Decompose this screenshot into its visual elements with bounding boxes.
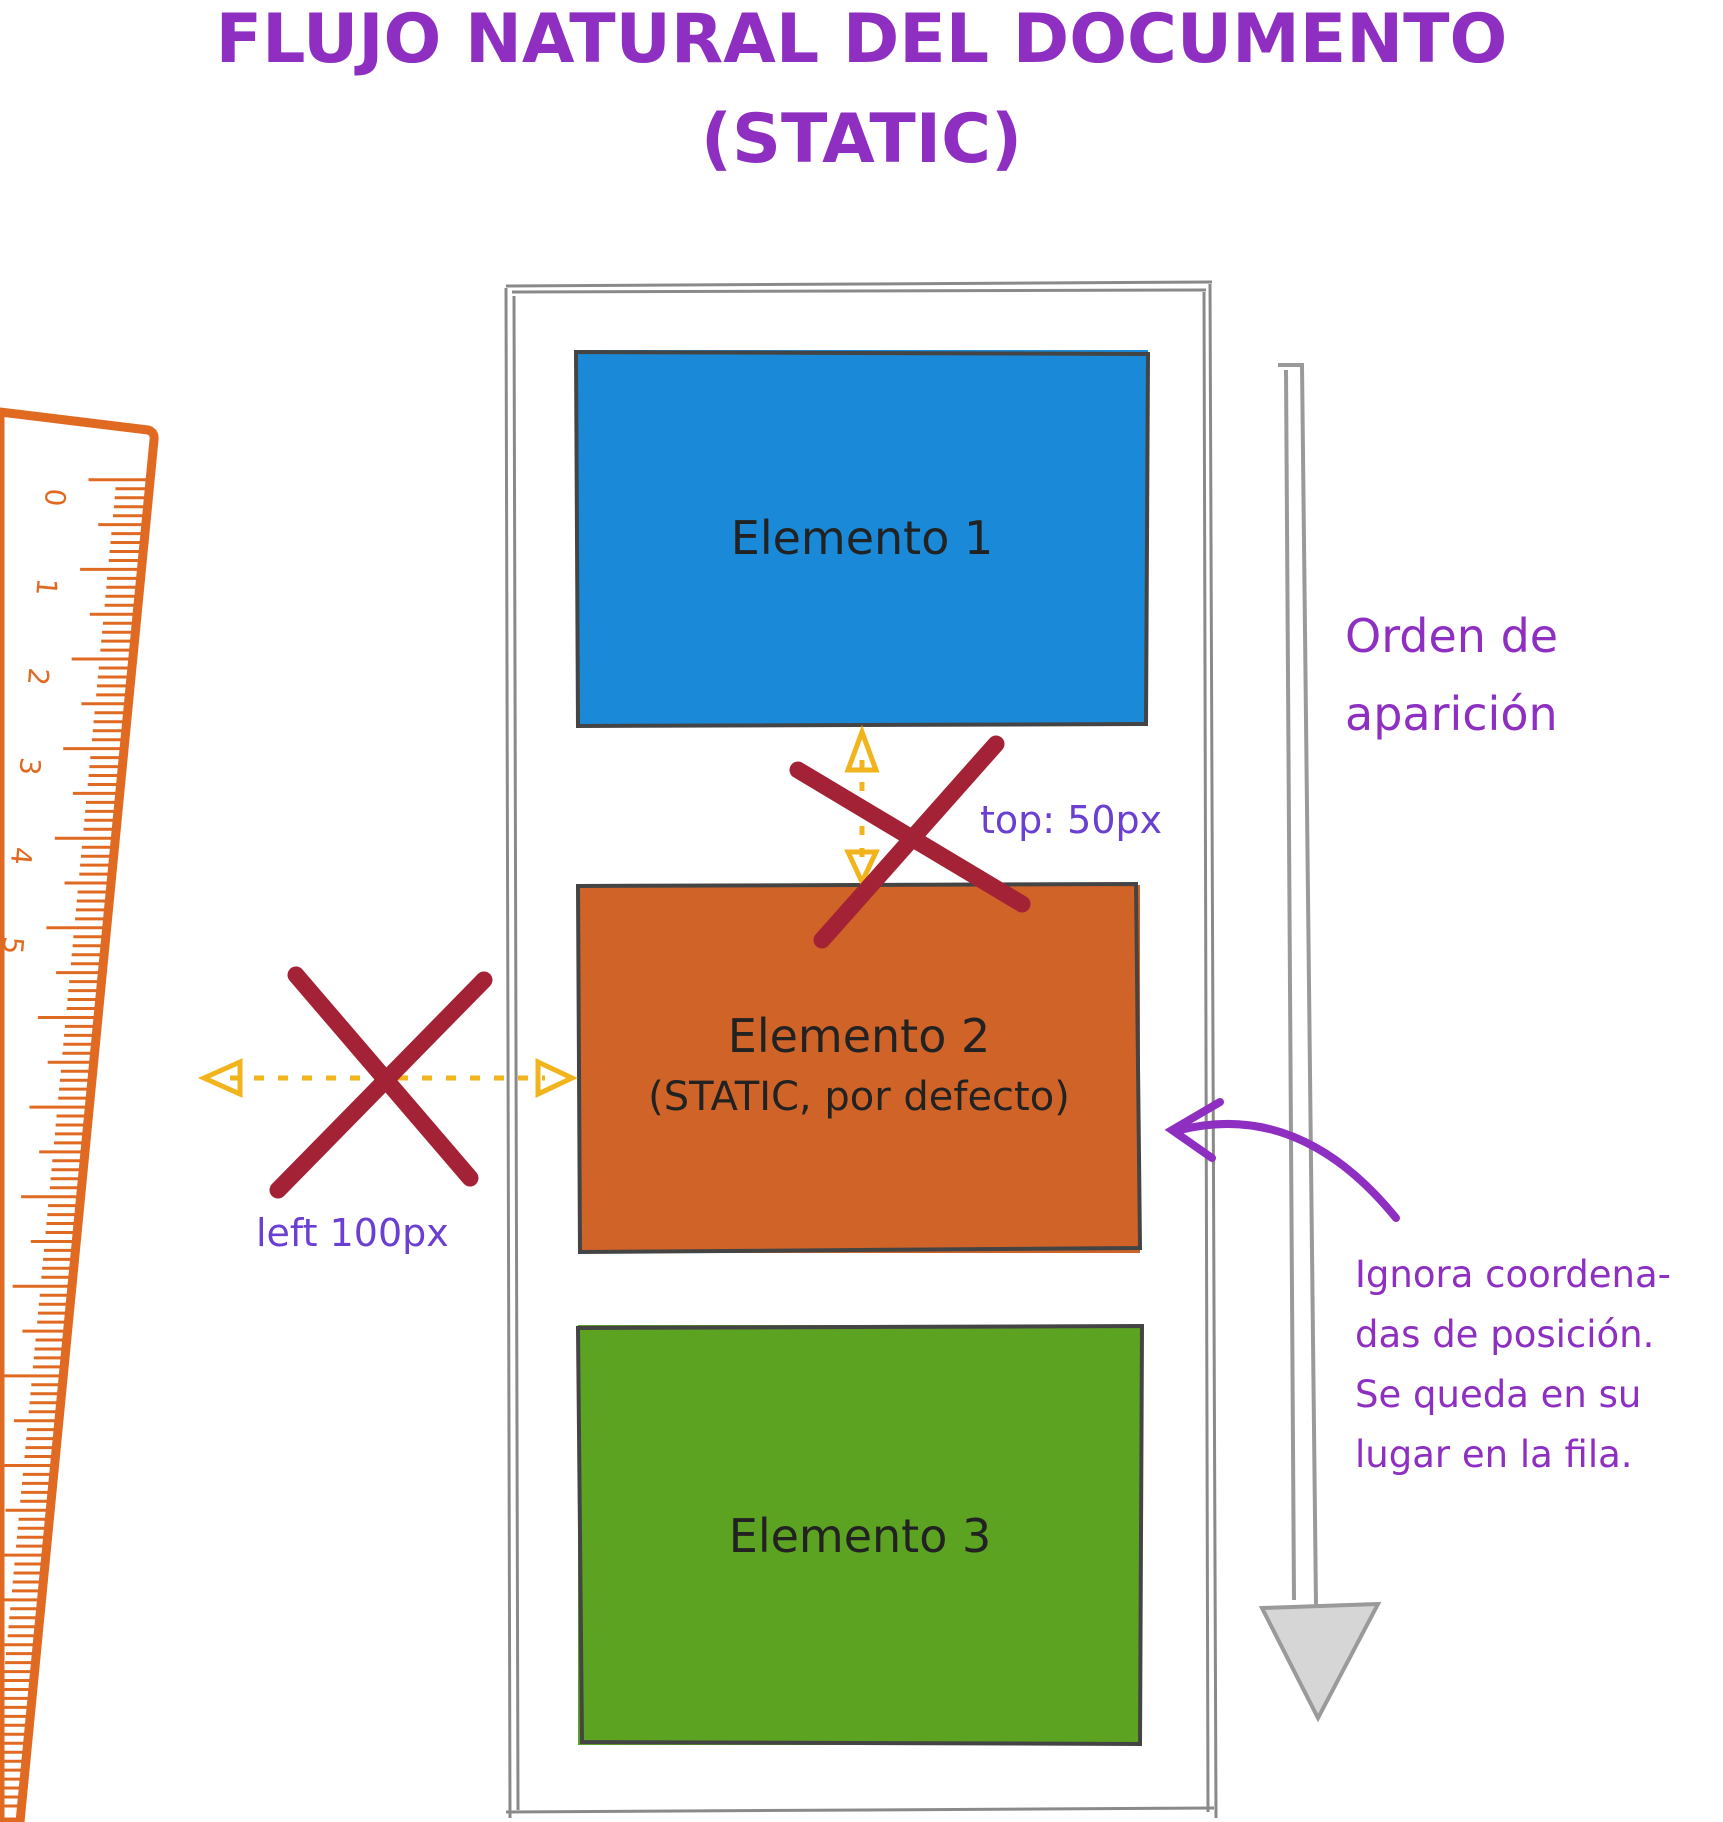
ruler-number: 5	[0, 935, 30, 956]
left-coord-label: left 100px	[256, 1211, 449, 1255]
ruler-number: 2	[21, 666, 55, 687]
ignore-note-line3: Se queda en su	[1355, 1373, 1642, 1416]
element-1-box	[573, 349, 1151, 729]
element-2-sublabel: (STATIC, por defecto)	[648, 1074, 1070, 1120]
ignore-pointer-arrow	[1164, 1098, 1400, 1222]
document-container	[504, 280, 1218, 1819]
left-offset-arrow	[197, 1058, 578, 1098]
element-3-box	[575, 1323, 1145, 1747]
ruler-number: 1	[29, 577, 63, 598]
ignore-note-line4: lugar en la fila.	[1355, 1433, 1633, 1476]
element-2-label: Elemento 2	[727, 1009, 991, 1063]
cross-top-icon	[789, 735, 1031, 949]
ruler-number: 0	[38, 487, 72, 508]
ruler-number: 4	[4, 846, 38, 867]
element-3-label: Elemento 3	[728, 1509, 992, 1563]
cross-left-icon	[269, 966, 493, 1199]
flow-arrow	[1258, 363, 1382, 1723]
page-title: FLUJO NATURAL DEL DOCUMENTO	[215, 0, 1508, 79]
element-1-label: Elemento 1	[730, 511, 994, 565]
page-subtitle: (STATIC)	[700, 100, 1023, 179]
ruler-number: 3	[12, 756, 46, 777]
top-coord-label: top: 50px	[980, 798, 1163, 842]
ignore-note-line2: das de posición.	[1355, 1313, 1655, 1356]
ruler-icon: 0 1 2 3 4 5	[0, 407, 159, 1822]
ignore-note-line1: Ignora coordena-	[1355, 1253, 1672, 1296]
flow-note-line2: aparición	[1345, 687, 1558, 741]
flow-note-line1: Orden de	[1345, 609, 1559, 663]
element-2-box	[575, 881, 1143, 1255]
